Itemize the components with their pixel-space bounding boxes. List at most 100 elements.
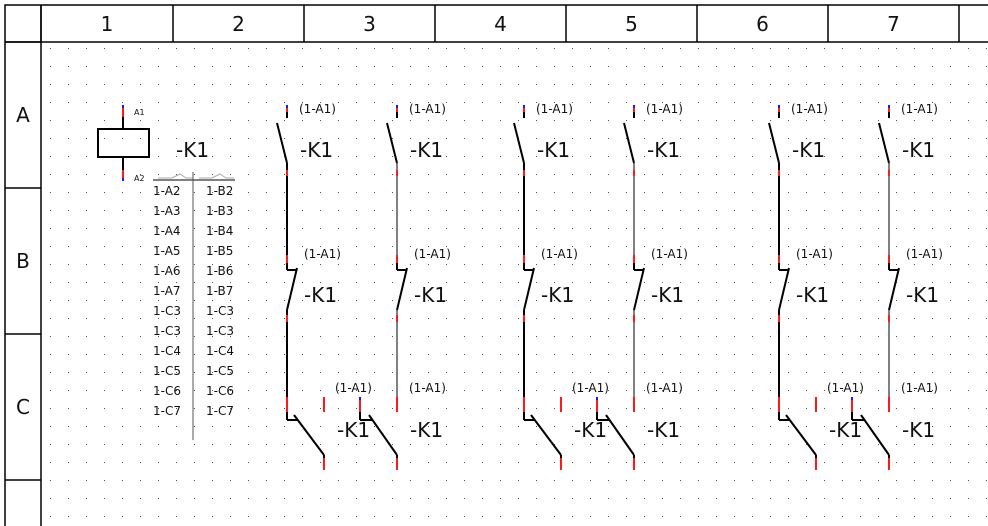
column-header-1: 1 xyxy=(101,12,114,36)
contact-blade xyxy=(785,414,817,456)
outer-border xyxy=(4,4,988,526)
contact-reference: (1-A1) xyxy=(572,381,609,395)
contact-designation: -K1 xyxy=(906,283,939,307)
xref-left-entry: 1-A2 xyxy=(153,184,181,198)
column-header-2: 2 xyxy=(232,12,245,36)
xref-left-entry: 1-C5 xyxy=(153,364,181,378)
contact-blade xyxy=(286,267,298,311)
xref-left-entry: 1-C4 xyxy=(153,344,181,358)
contact-blade xyxy=(530,414,562,456)
contact-reference: (1-A1) xyxy=(906,247,943,261)
coil-pin-a1: A1 xyxy=(134,108,145,117)
contact-column[interactable]: (1-A1) -K1 (1-A1) -K1 (1-A1) -K1 xyxy=(513,102,609,470)
contact-blade xyxy=(605,414,635,456)
contact-reference: (1-A1) xyxy=(651,247,688,261)
contact-designation: -K1 xyxy=(537,138,570,162)
xref-right-entry: 1-B6 xyxy=(206,264,233,278)
grid-dots xyxy=(41,42,988,526)
contact-blade xyxy=(860,414,890,456)
xref-right-entry: 1-C5 xyxy=(206,364,234,378)
contact-designation: -K1 xyxy=(574,418,607,442)
row-header-B: B xyxy=(16,249,30,273)
contact-designation: -K1 xyxy=(829,418,862,442)
coil-pin-a2: A2 xyxy=(134,174,145,183)
contact-blade xyxy=(368,414,398,456)
xref-right-entry: 1-C6 xyxy=(206,384,234,398)
contact-blade xyxy=(878,122,890,164)
contact-designation: -K1 xyxy=(796,283,829,307)
contact-designation: -K1 xyxy=(647,138,680,162)
column-header-4: 4 xyxy=(494,12,507,36)
contact-reference: (1-A1) xyxy=(335,381,372,395)
contact-reference: (1-A1) xyxy=(304,247,341,261)
xref-right-entry: 1-B3 xyxy=(206,204,233,218)
xref-left-entry: 1-A5 xyxy=(153,244,181,258)
xref-left-entry: 1-A3 xyxy=(153,204,181,218)
contact-reference: (1-A1) xyxy=(409,102,446,116)
contact-blade xyxy=(523,267,535,311)
contact-reference: (1-A1) xyxy=(901,381,938,395)
contact-designation: -K1 xyxy=(414,283,447,307)
contact-blade xyxy=(888,267,900,311)
contact-reference: (1-A1) xyxy=(646,381,683,395)
column-header-7: 7 xyxy=(887,12,900,36)
contact-reference: (1-A1) xyxy=(827,381,864,395)
xref-right-entry: 1-B4 xyxy=(206,224,233,238)
contact-column[interactable]: (1-A1) -K1 (1-A1) -K1 (1-A1) -K1 xyxy=(768,102,864,470)
contact-reference: (1-A1) xyxy=(541,247,578,261)
contact-reference: (1-A1) xyxy=(536,102,573,116)
contact-blade xyxy=(293,414,325,456)
contact-reference: (1-A1) xyxy=(791,102,828,116)
contact-designation: -K1 xyxy=(902,418,935,442)
xref-left-entry: 1-C6 xyxy=(153,384,181,398)
contact-reference: (1-A1) xyxy=(409,381,446,395)
xref-right-entry: 1-C3 xyxy=(206,304,234,318)
coil-designation: -K1 xyxy=(176,138,209,162)
xref-right-entry: 1-C4 xyxy=(206,344,234,358)
relay-coil-k1[interactable]: A1 A2 -K1 xyxy=(97,105,209,183)
xref-left-entry: 1-C7 xyxy=(153,404,181,418)
column-header-5: 5 xyxy=(625,12,638,36)
contact-designation: -K1 xyxy=(541,283,574,307)
column-header-3: 3 xyxy=(363,12,376,36)
xref-right-entry: 1-C7 xyxy=(206,404,234,418)
contact-designation: -K1 xyxy=(647,418,680,442)
contact-reference: (1-A1) xyxy=(646,102,683,116)
contact-blade xyxy=(513,122,525,164)
column-header-6: 6 xyxy=(756,12,769,36)
contact-designation: -K1 xyxy=(300,138,333,162)
no-contact-icon xyxy=(158,173,193,179)
contact-designation: -K1 xyxy=(902,138,935,162)
row-header-A: A xyxy=(16,103,30,127)
contact-designation: -K1 xyxy=(651,283,684,307)
no-contact-icon xyxy=(199,173,234,179)
contact-reference: (1-A1) xyxy=(901,102,938,116)
contact-blade xyxy=(276,122,288,164)
contact-column[interactable]: (1-A1)-K1(1-A1)-K1(1-A1)-K1 xyxy=(359,102,451,470)
contact-designation: -K1 xyxy=(410,138,443,162)
contact-designation: -K1 xyxy=(337,418,370,442)
contact-reference: (1-A1) xyxy=(796,247,833,261)
contact-blade xyxy=(623,122,635,164)
contact-column[interactable]: (1-A1) -K1 (1-A1) -K1 (1-A1) -K1 xyxy=(596,102,688,470)
xref-right-entry: 1-C3 xyxy=(206,324,234,338)
contact-column[interactable]: (1-A1) -K1 (1-A1) -K1 (1-A1) -K1 xyxy=(851,102,943,470)
contact-reference: (1-A1) xyxy=(414,247,451,261)
contact-designation: -K1 xyxy=(304,283,337,307)
xref-left-entry: 1-C3 xyxy=(153,324,181,338)
contact-blade xyxy=(396,267,408,311)
contact-reference: (1-A1) xyxy=(299,102,336,116)
contact-blade xyxy=(633,267,645,311)
xref-left-entry: 1-A4 xyxy=(153,224,181,238)
contact-designation: -K1 xyxy=(792,138,825,162)
contact-blade xyxy=(768,122,780,164)
contact-blade xyxy=(778,267,790,311)
xref-left-entry: 1-A7 xyxy=(153,284,181,298)
contact-column[interactable]: (1-A1) -K1 (1-A1) -K1 (1-A1) -K1 xyxy=(276,102,372,470)
xref-right-entry: 1-B5 xyxy=(206,244,233,258)
xref-left-entry: 1-A6 xyxy=(153,264,181,278)
contact-blade xyxy=(386,122,398,164)
